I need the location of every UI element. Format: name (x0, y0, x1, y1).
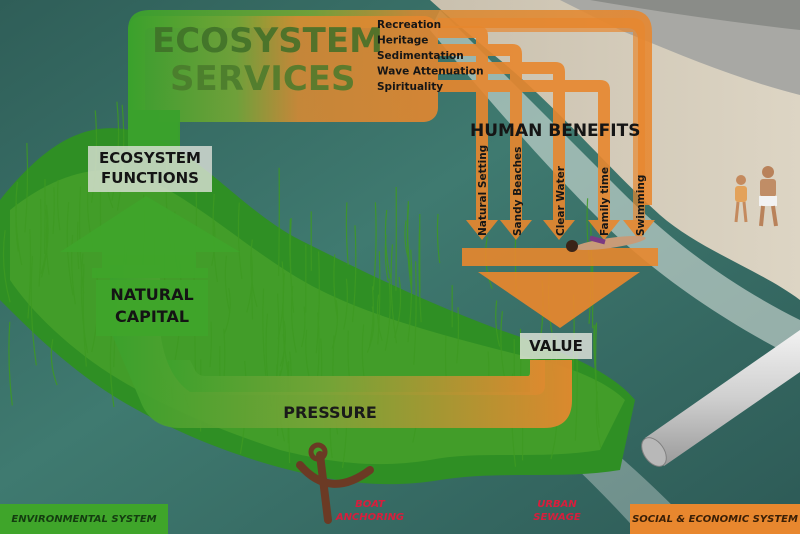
capital-label-line2: CAPITAL (114, 307, 190, 326)
anchoring-label-line1: BOAT (355, 499, 386, 510)
benefits-list: Natural Setting Sandy Beaches Clear Water F… (477, 145, 647, 236)
service-arrows (438, 18, 655, 240)
pressure-loop-inner (155, 360, 545, 395)
road-strip (590, 0, 800, 30)
capital-label-line1: NATURAL (110, 285, 194, 304)
legend-social-label: SOCIAL & ECONOMIC SYSTEM (632, 513, 798, 525)
benefit-item: Sandy Beaches (512, 147, 524, 236)
benefit-item: Family time (599, 167, 611, 236)
services-title-line1: ECOSYSTEM (152, 21, 383, 61)
beach-couple-icon (734, 166, 778, 227)
services-band-leg (128, 110, 180, 150)
surf-foam (430, 10, 800, 360)
legend-environmental-label: ENVIRONMENTAL SYSTEM (11, 513, 157, 525)
value-funnel (462, 248, 658, 328)
sewage-label-line2: SEWAGE (533, 512, 581, 523)
service-item: Spirituality (377, 81, 443, 93)
benefit-item: Natural Setting (477, 145, 489, 236)
functions-label-line2: FUNCTIONS (101, 169, 199, 187)
benefits-title: HUMAN BENEFITS (470, 121, 640, 141)
legend-environmental: ENVIRONMENTAL SYSTEM (0, 504, 168, 534)
benefit-item: Clear Water (555, 165, 567, 236)
pressure-label: PRESSURE (283, 403, 377, 422)
functions-box: ECOSYSTEM FUNCTIONS (88, 146, 212, 192)
services-title-line2: SERVICES (170, 59, 356, 99)
services-band (128, 16, 438, 122)
capital-box: NATURAL CAPITAL (96, 280, 208, 336)
beach-area (430, 0, 800, 300)
sewage-pipe (641, 330, 800, 467)
service-item: Sedimentation (377, 50, 464, 62)
anchor-icon (296, 442, 374, 524)
value-box: VALUE (520, 333, 592, 359)
swimmer-icon (566, 235, 646, 252)
anchoring-label-line2: ANCHORING (335, 512, 404, 523)
service-item: Heritage (377, 35, 428, 47)
functions-label-line1: ECOSYSTEM (99, 149, 201, 167)
service-item: Wave Attenuation (377, 66, 484, 78)
benefit-item: Swimming (635, 175, 647, 236)
value-label: VALUE (529, 337, 583, 355)
capital-to-functions-arrow (60, 196, 240, 278)
sewage-label-line1: URBAN (537, 499, 577, 510)
service-item: Recreation (377, 19, 441, 31)
legend-social: SOCIAL & ECONOMIC SYSTEM (630, 504, 800, 534)
